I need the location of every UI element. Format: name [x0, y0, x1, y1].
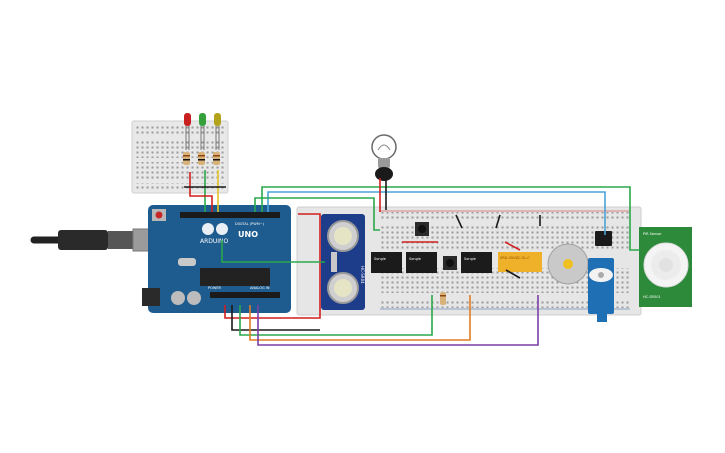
- arduino-brand: ARDUINO: [200, 238, 229, 245]
- relay-module[interactable]: SRD-05VDC-SL-C: [498, 252, 542, 272]
- analog-pins-label: ANALOG IN: [250, 286, 270, 290]
- transistor[interactable]: [595, 231, 612, 246]
- ultrasonic-sensor[interactable]: HC-SR04: [321, 214, 365, 310]
- pushbutton-1[interactable]: [415, 222, 429, 236]
- servo-motor[interactable]: [588, 258, 614, 322]
- wire-black-bb1: [455, 214, 463, 229]
- pir-sensor[interactable]: PIR Sensor HC-SR501: [639, 227, 692, 307]
- wire-red-power: [224, 213, 321, 319]
- resistor-led-1[interactable]: [183, 152, 190, 165]
- wire-green-low: [239, 295, 433, 336]
- reset-button[interactable]: [155, 211, 163, 219]
- arduino-uno-board[interactable]: ARDUINO UNO DIGITAL (PWM~) POWER ANALOG …: [142, 205, 291, 313]
- pir-top-label: PIR Sensor: [643, 232, 662, 236]
- pushbutton-2[interactable]: [443, 256, 457, 270]
- wire-red-relay: [504, 241, 521, 251]
- led-red[interactable]: [184, 113, 191, 150]
- led-green[interactable]: [199, 113, 206, 150]
- relay-module-label: SRD-05VDC-SL-C: [500, 256, 530, 260]
- relay-3-label: Songle: [464, 257, 476, 261]
- usb-cable[interactable]: [30, 228, 152, 252]
- microcontroller-chip: [200, 268, 270, 286]
- wire-black-bb2: [495, 214, 501, 229]
- relay-1[interactable]: Songle: [371, 252, 402, 273]
- relay-2[interactable]: Songle: [406, 252, 437, 273]
- arduino-logo-icon: [202, 223, 214, 235]
- wire-black-gnd: [231, 305, 320, 331]
- wire-purple-low: [257, 295, 539, 346]
- resistor-led-3[interactable]: [213, 152, 220, 165]
- relay-1-label: Songle: [374, 257, 386, 261]
- arduino-model: UNO: [238, 230, 258, 239]
- wire-orange-low: [249, 295, 471, 341]
- wire-green-inner: [221, 240, 325, 263]
- wire-blue-top: [267, 191, 606, 235]
- digital-pins-label: DIGITAL (PWM~): [235, 222, 265, 226]
- relay-2-label: Songle: [409, 257, 421, 261]
- power-pins-label: POWER: [208, 286, 222, 290]
- wires: [184, 170, 640, 346]
- dc-motor[interactable]: [547, 243, 589, 285]
- light-bulb[interactable]: [371, 134, 397, 181]
- resistor-led-2[interactable]: [198, 152, 205, 165]
- wire-green-top: [261, 186, 640, 251]
- resistor-main[interactable]: [440, 292, 446, 305]
- relay-3[interactable]: Songle: [461, 252, 492, 273]
- wire-red-led: [189, 172, 213, 212]
- wire-black-relay: [505, 269, 521, 279]
- led-yellow[interactable]: [214, 113, 221, 150]
- wire-green-2: [254, 197, 380, 231]
- pir-label: HC-SR501: [643, 295, 661, 299]
- ultrasonic-label: HC-SR04: [360, 266, 365, 284]
